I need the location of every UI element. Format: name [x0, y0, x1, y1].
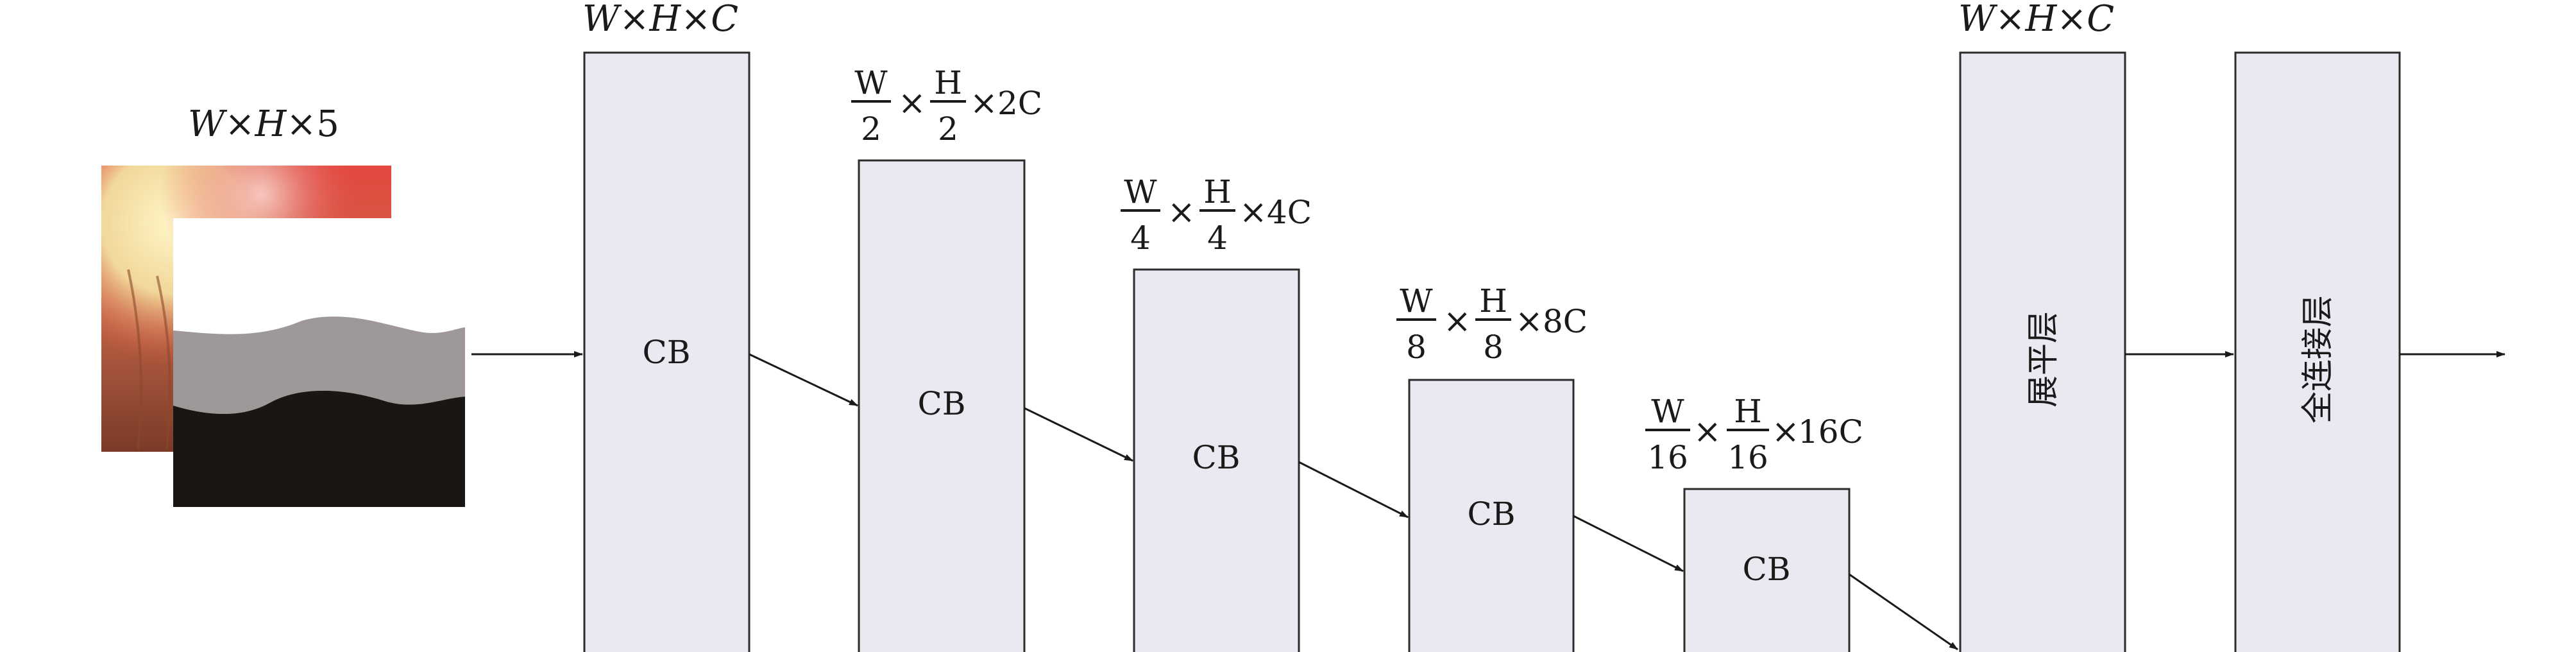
- svg-text:2C: 2C: [997, 85, 1042, 122]
- conv-blocks: CB CB CB CB CB: [583, 51, 1851, 652]
- svg-text:4: 4: [1130, 219, 1151, 257]
- svg-text:8C: 8C: [1543, 303, 1588, 340]
- conv-block-2: CB: [858, 159, 1026, 652]
- svg-text:×: ×: [1443, 302, 1471, 341]
- block-5-dim-label: W 16 × H 16 × 16C: [1645, 393, 1863, 476]
- svg-text:2: 2: [861, 110, 881, 148]
- block-3-dim-label: W 4 × H 4 × 4C: [1121, 173, 1312, 257]
- block-label: CB: [1743, 551, 1791, 588]
- arrow-block3-to-block4: [1298, 461, 1409, 519]
- arrow-block1-to-block2: [749, 353, 858, 407]
- block-4-dim-label: W 8 × H 8 × 8C: [1396, 282, 1588, 366]
- svg-text:W: W: [1651, 393, 1684, 430]
- flatten-dim-label: W×H×C: [1958, 0, 2114, 40]
- arrow-block5-to-flatten: [1849, 573, 1958, 651]
- block-1-dim-label: W×H×C: [582, 0, 738, 40]
- conv-block-3: CB: [1133, 268, 1300, 652]
- svg-text:×: ×: [970, 84, 998, 123]
- svg-text:16C: 16C: [1798, 413, 1863, 450]
- svg-text:×: ×: [1239, 193, 1267, 232]
- svg-text:×: ×: [1167, 193, 1196, 232]
- block-label: CB: [918, 385, 966, 422]
- flatten-layer: 展平层: [1959, 51, 2126, 652]
- input-dim-label: W×H×5: [188, 103, 339, 145]
- fc-layer: 全连接层: [2234, 51, 2401, 652]
- svg-text:2: 2: [938, 110, 958, 148]
- svg-text:4C: 4C: [1267, 194, 1312, 231]
- svg-text:×: ×: [1693, 413, 1722, 451]
- svg-text:W: W: [1124, 173, 1157, 210]
- svg-text:8: 8: [1406, 329, 1427, 366]
- conv-block-1: CB: [583, 51, 750, 652]
- flow-arrows: [471, 351, 2505, 651]
- segmentation-mask: [173, 218, 465, 507]
- flatten-label: 展平层: [2024, 311, 2062, 408]
- svg-text:×: ×: [1515, 302, 1543, 341]
- svg-text:×: ×: [898, 84, 926, 123]
- conv-block-4: CB: [1408, 379, 1575, 652]
- block-label: CB: [1468, 495, 1516, 533]
- svg-text:H: H: [1203, 173, 1232, 210]
- svg-text:×: ×: [1772, 413, 1800, 451]
- conv-block-5: CB: [1683, 488, 1851, 652]
- block-label: CB: [643, 334, 691, 371]
- svg-text:H: H: [1734, 393, 1762, 430]
- svg-text:8: 8: [1483, 329, 1504, 366]
- svg-text:H: H: [934, 64, 962, 101]
- svg-text:16: 16: [1727, 439, 1768, 476]
- svg-text:H: H: [1479, 282, 1507, 320]
- input-images: [101, 166, 465, 507]
- arrow-block4-to-block5: [1573, 515, 1684, 572]
- svg-text:4: 4: [1207, 219, 1228, 257]
- arrow-block2-to-block3: [1024, 407, 1133, 462]
- svg-text:W: W: [1400, 282, 1433, 320]
- svg-text:W: W: [854, 64, 888, 101]
- fc-label: 全连接层: [2299, 295, 2336, 424]
- block-label: CB: [1192, 439, 1241, 476]
- svg-text:16: 16: [1647, 439, 1688, 476]
- block-2-dim-label: W 2 × H 2 × 2C: [851, 64, 1042, 148]
